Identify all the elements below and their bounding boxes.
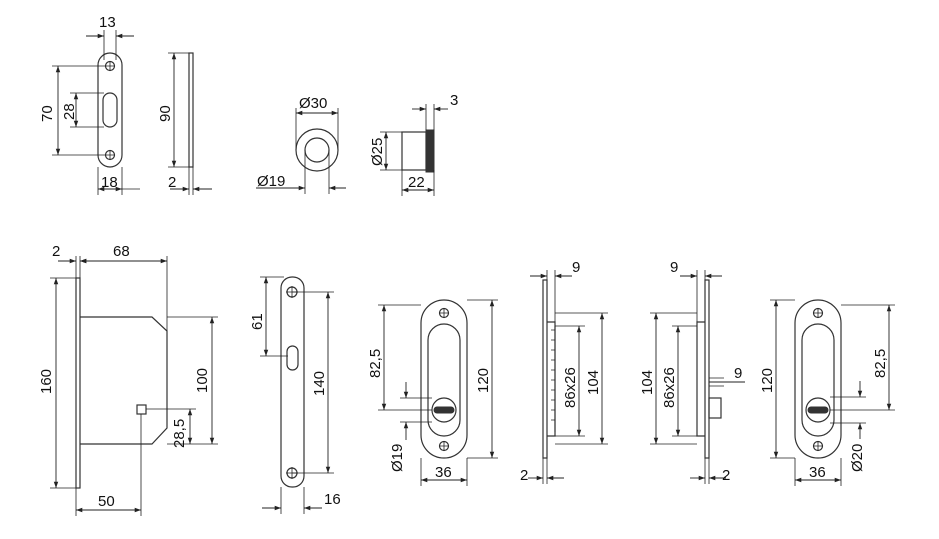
- lock-body-view: 2 68 160 100 28,5 50: [38, 243, 218, 516]
- dim-label-knob-diameter: Ø25: [369, 138, 386, 166]
- dim-label-spindle-height: 28,5: [171, 419, 188, 448]
- spindle-square: [136, 404, 147, 415]
- oval-pull-recess: [427, 323, 461, 437]
- dim-label-pull-inner: Ø19: [257, 173, 285, 190]
- knob-rim: [425, 129, 435, 173]
- dim-label-section-left-cutout: 86x26: [562, 367, 579, 408]
- section-right-view: 9 104 86x26 9 2: [639, 259, 745, 484]
- dim-label-edge-height: 90: [157, 105, 174, 122]
- dim-label-forend-height: 140: [311, 371, 328, 396]
- section-plate: [542, 279, 548, 459]
- dim-label-section-left-height: 104: [585, 370, 602, 395]
- dim-label-oval-left-hole: Ø19: [389, 444, 406, 472]
- section-latch: [708, 397, 722, 419]
- dim-label-backset: 50: [98, 493, 115, 510]
- forend-slot: [286, 345, 299, 371]
- dim-label-oval-right-hole: Ø20: [849, 444, 866, 472]
- dim-label-section-left-bottom: 2: [520, 467, 528, 484]
- oval-pull-left-view: 82,5 120 Ø19 36: [367, 299, 498, 486]
- round-pull-outer: [295, 128, 339, 172]
- round-pull-inner: [304, 137, 330, 163]
- dim-label-oval-right-height: 120: [759, 368, 776, 393]
- dim-label-edge-thickness: 2: [168, 174, 176, 191]
- dim-label-section-right-cutout: 86x26: [661, 367, 678, 408]
- dim-label-forend-width: 16: [324, 491, 341, 508]
- dim-label-lock-height: 160: [38, 369, 55, 394]
- section-body: [547, 321, 556, 437]
- dim-label-section-right-height: 104: [639, 370, 656, 395]
- thumb-turn-slot: [807, 406, 829, 414]
- dim-label-cam-height: 100: [194, 368, 211, 393]
- dim-label-forend-top: 61: [249, 313, 266, 330]
- dim-label-section-right-bottom: 2: [722, 467, 730, 484]
- dim-label-oval-left-width: 36: [435, 464, 452, 481]
- forend-plate: [280, 276, 305, 488]
- forend-view: 61 140 16: [249, 276, 341, 514]
- dim-label-section-left-top: 9: [572, 259, 580, 276]
- dim-label-section-right-side: 9: [734, 365, 742, 382]
- round-pull-view: Ø30 Ø19: [256, 95, 346, 194]
- oval-pull-right-view: 120 82,5 Ø20 36: [759, 299, 895, 486]
- dim-label-depth: 68: [113, 243, 130, 260]
- dim-label-knob-rim: 3: [450, 92, 458, 109]
- knob-view: Ø25 22 3: [369, 92, 458, 196]
- edge-plate: [188, 52, 194, 168]
- dim-label-faceplate: 2: [52, 243, 60, 260]
- oval-pull-recess: [801, 323, 835, 437]
- oval-pull-outer: [420, 299, 468, 459]
- dim-label-strike-bottom: 18: [101, 174, 118, 191]
- strike-plate: [97, 52, 123, 168]
- dim-label-oval-left-height: 120: [475, 368, 492, 393]
- dim-label-oval-left-offset: 82,5: [367, 349, 384, 378]
- lock-faceplate: [75, 277, 81, 489]
- dim-label-section-right-top: 9: [670, 259, 678, 276]
- dim-label-oval-right-width: 36: [809, 464, 826, 481]
- section-plate: [704, 279, 710, 459]
- oval-pull-outer: [794, 299, 842, 459]
- section-body: [696, 321, 705, 437]
- lock-case: [80, 316, 168, 445]
- dim-label-strike-width: 13: [99, 14, 116, 31]
- knob-body: [401, 131, 427, 171]
- dim-label-knob-length: 22: [408, 174, 425, 191]
- section-left-view: 9 86x26 104 2: [520, 259, 608, 484]
- dim-label-strike-slot: 28: [61, 103, 78, 120]
- dim-label-oval-right-offset: 82,5: [872, 349, 889, 378]
- edge-plate-view: 90 2: [157, 52, 212, 195]
- dim-label-pull-outer: Ø30: [299, 95, 327, 112]
- dim-label-strike-height: 70: [39, 105, 56, 122]
- strike-plate-view: 13 70 28 18: [39, 14, 140, 195]
- strike-plate-slot: [102, 92, 118, 128]
- thumb-turn-slot: [433, 406, 455, 414]
